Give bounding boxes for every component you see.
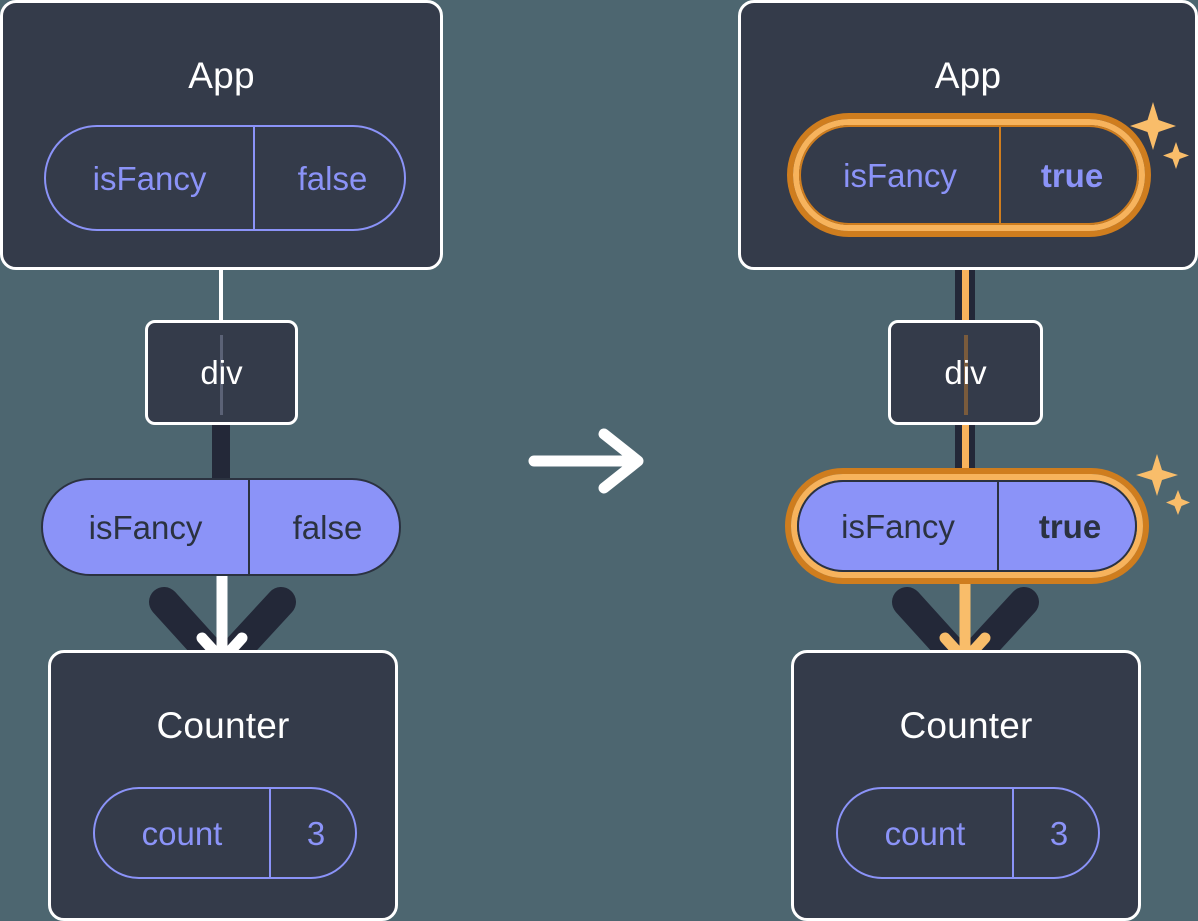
state-pill-value-app-after: true bbox=[999, 127, 1137, 223]
state-pill-value-counter-after: 3 bbox=[1012, 789, 1098, 877]
div-label-after: div bbox=[944, 353, 987, 391]
connector-div-to-prop-orange-after bbox=[962, 425, 969, 485]
prop-pill-value-before: false bbox=[248, 480, 399, 574]
div-node-after[interactable]: div bbox=[888, 320, 1043, 425]
connector-div-to-prop-dark-before bbox=[212, 425, 230, 485]
state-pill-value-counter-before: 3 bbox=[269, 789, 355, 877]
div-node-before[interactable]: div bbox=[145, 320, 298, 425]
connector-through-div-after bbox=[964, 335, 968, 415]
state-pill-counter-before[interactable]: count 3 bbox=[93, 787, 357, 879]
state-pill-app-before[interactable]: isFancy false bbox=[44, 125, 406, 231]
prop-pill-key-before: isFancy bbox=[88, 508, 203, 546]
state-pill-key-counter-after: count bbox=[884, 814, 966, 852]
state-pill-key-counter-before: count bbox=[141, 814, 223, 852]
app-title-before: App bbox=[188, 55, 255, 96]
prop-pill-key-after: isFancy bbox=[841, 507, 955, 545]
counter-box-before[interactable]: Counter count 3 bbox=[48, 650, 398, 921]
state-pill-counter-after[interactable]: count 3 bbox=[836, 787, 1100, 879]
app-title-after: App bbox=[934, 55, 1002, 96]
prop-pill-value-after: true bbox=[997, 482, 1135, 570]
connector-app-to-div-orange-after bbox=[962, 228, 969, 323]
div-label-before: div bbox=[200, 353, 243, 391]
prop-pill-after[interactable]: isFancy true bbox=[797, 480, 1137, 572]
prop-pill-before[interactable]: isFancy false bbox=[41, 478, 401, 576]
counter-title-before: Counter bbox=[156, 705, 290, 746]
counter-title-after: Counter bbox=[899, 705, 1033, 746]
app-box-before[interactable]: App isFancy false bbox=[0, 0, 443, 270]
transition-arrow bbox=[528, 428, 648, 494]
state-pill-key-app-after: isFancy bbox=[843, 156, 957, 194]
state-pill-app-after[interactable]: isFancy true bbox=[799, 125, 1139, 225]
sparkles-icon-app-after bbox=[1126, 98, 1192, 186]
sparkles-icon-prop-after bbox=[1132, 450, 1194, 534]
counter-box-after[interactable]: Counter count 3 bbox=[791, 650, 1141, 921]
connector-through-div-before bbox=[220, 335, 223, 415]
state-pill-key-app-before: isFancy bbox=[92, 159, 207, 197]
state-pill-value-app-before: false bbox=[253, 127, 404, 229]
connector-app-to-div-before bbox=[219, 264, 223, 320]
